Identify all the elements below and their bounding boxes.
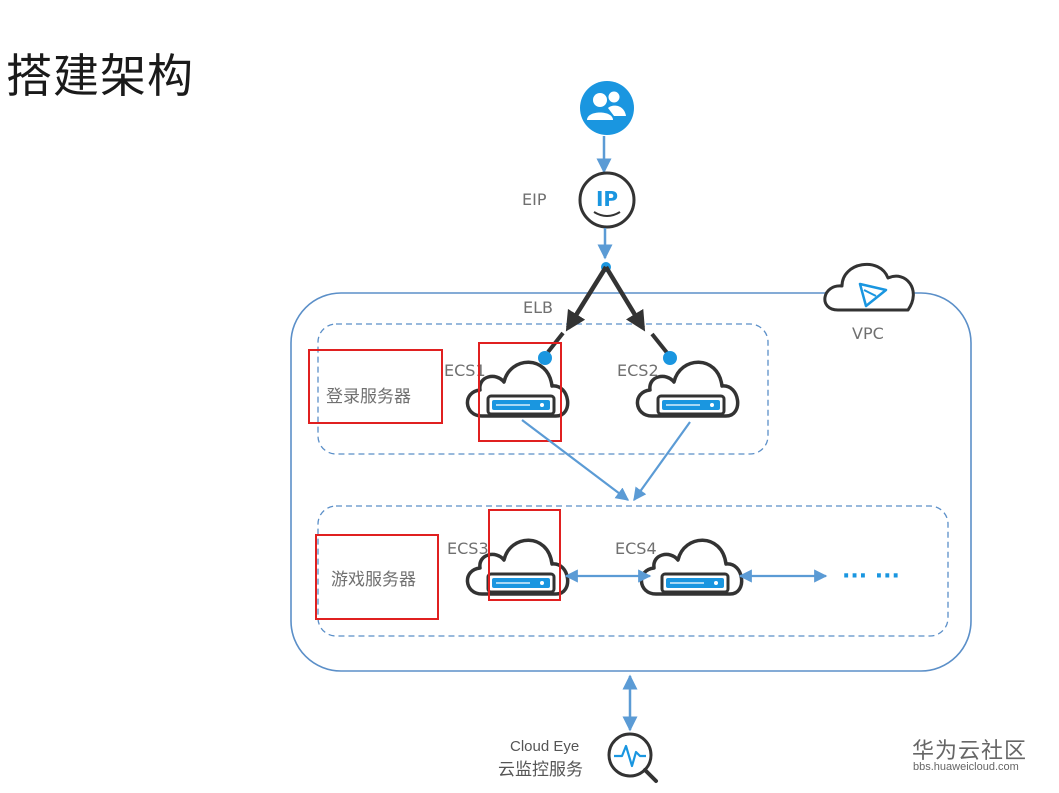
eip-label: EIP: [522, 190, 547, 209]
login-group-highlight-box: [308, 349, 443, 424]
ecs1-port-dot: [538, 351, 552, 365]
login-server-group: [317, 323, 769, 455]
ecs3-highlight-box: [488, 509, 561, 601]
cloudeye-icon: [607, 732, 658, 783]
ecs3-label: ECS3: [447, 539, 489, 558]
watermark-logo-text: 华为云社区: [912, 739, 1028, 764]
game-group-label: 游戏服务器: [331, 570, 416, 590]
vpc-boundary: [290, 292, 972, 672]
ecs1-label: ECS1: [444, 361, 486, 380]
login-group-label: 登录服务器: [326, 387, 411, 407]
cloudeye-label: Cloud Eye: [510, 738, 579, 755]
ecs2-to-game-arrow: [633, 421, 691, 502]
elb-label: ELB: [523, 298, 553, 317]
ecs2-port-dot: [663, 351, 677, 365]
page-title: 搭建架构: [6, 49, 194, 103]
more-servers-ellipsis: ··· ···: [842, 564, 900, 589]
elb-to-ecs1-arrow: [565, 265, 608, 332]
ecs2-label: ECS2: [617, 361, 659, 380]
vpc-cloud-icon: [823, 262, 915, 312]
vpc-label: VPC: [852, 324, 884, 343]
game-group-highlight-box: [315, 534, 439, 620]
ip-icon-text: IP: [596, 187, 618, 211]
ecs1-to-game-arrow: [521, 419, 630, 501]
elb-to-ecs2-arrow: [604, 265, 646, 332]
elb-link-ecs2: [650, 332, 670, 356]
ecs4-label: ECS4: [615, 539, 657, 558]
ip-icon: IP: [578, 171, 636, 229]
cloudeye-cn-label: 云监控服务: [498, 760, 583, 780]
game-server-group: [317, 505, 949, 637]
users-icon: [580, 81, 634, 135]
watermark-url: bbs.huaweicloud.com: [913, 761, 1019, 773]
ecs1-highlight-box: [478, 342, 562, 442]
